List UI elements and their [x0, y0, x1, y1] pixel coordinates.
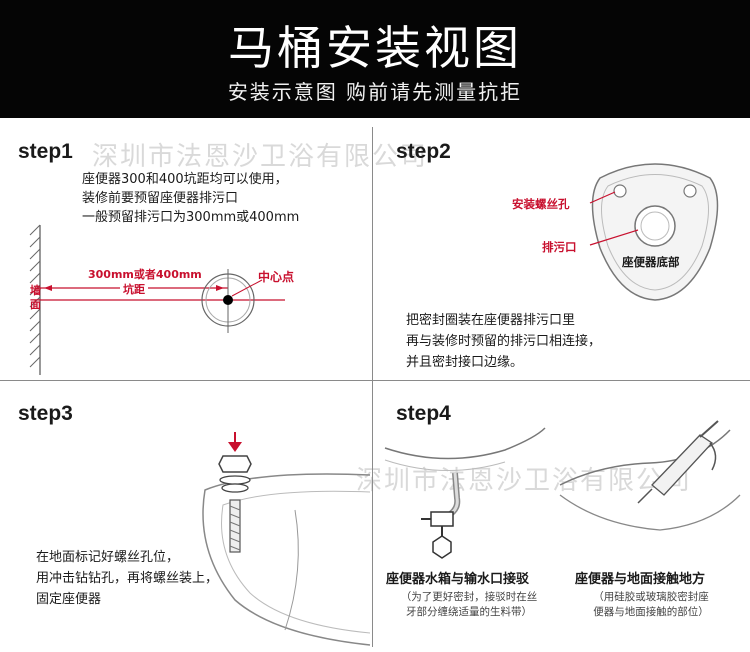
step2-hole-label: 安装螺丝孔 [512, 197, 570, 211]
step2-base-label: 座便器底部 [622, 255, 680, 269]
step3-label: step3 [18, 402, 73, 425]
step4-right-note-2: 便器与地面接触的部位） [593, 606, 709, 618]
step1-description: 座便器300和400坑距均可以使用， 装修前要预留座便器排污口 一般预留排污口为… [82, 170, 299, 227]
step4-right-title: 座便器与地面接触地方 [575, 572, 706, 587]
step2-label: step2 [396, 140, 451, 163]
step4-left-title: 座便器水箱与输水口接驳 [386, 572, 530, 587]
vertical-divider [372, 127, 373, 647]
step1-center-label: 中心点 [258, 270, 295, 284]
step1-line-1: 座便器300和400坑距均可以使用， [82, 172, 288, 187]
step2-description: 把密封圈装在座便器排污口里 再与装修时预留的排污口相连接， 并且密封接口边缘。 [406, 310, 601, 373]
step2-line-2: 再与装修时预留的排污口相连接， [406, 334, 602, 349]
step4-right-notes: （用硅胶或玻璃胶密封座 便器与地面接触的部位） [572, 590, 730, 620]
page-title: 马桶安装视图 [228, 21, 522, 75]
step3-description: 在地面标记好螺丝孔位， 用冲击钻钻孔，再将螺丝装上， 固定座便器 [36, 547, 218, 610]
step3-line-2: 用冲击钻钻孔，再将螺丝装上， [36, 571, 219, 586]
horizontal-divider [0, 380, 750, 381]
step3-line-1: 在地面标记好螺丝孔位， [36, 550, 180, 565]
watermark-bottom: 深圳市法恩沙卫浴有限公司 [356, 466, 693, 496]
step4-label: step4 [396, 402, 451, 425]
step2-line-3: 并且密封接口边缘。 [406, 355, 524, 370]
step1-wall-char-2: 面 [30, 298, 41, 311]
step1-distance-label: 300mm或者400mm [88, 268, 202, 281]
step1-label: step1 [18, 140, 73, 163]
header-banner: 马桶安装视图 安装示意图 购前请先测量抗拒 [0, 0, 750, 118]
floor-seal-drawing [559, 420, 741, 531]
bolt-install-drawing [202, 432, 371, 646]
step4-left-notes: （为了更好密封，接驳时在丝 牙部分缠绕适量的生料带） [386, 590, 552, 620]
step1-line-2: 装修前要预留座便器排污口 [82, 191, 239, 206]
step1-line-3: 一般预留排污口为300mm或400mm [82, 210, 300, 225]
step4-right-note-1: （用硅胶或玻璃胶密封座 [593, 591, 709, 603]
step1-wall-char-1: 墙 [30, 284, 41, 297]
step1-diagram [29, 224, 285, 375]
page-subtitle: 安装示意图 购前请先测量抗拒 [227, 80, 523, 104]
step1-pit-label: 坑距 [120, 281, 148, 297]
step3-line-3: 固定座便器 [36, 592, 102, 607]
step2-outlet-label: 排污口 [542, 240, 577, 254]
step2-line-1: 把密封圈装在座便器排污口里 [406, 313, 576, 328]
watermark-top: 深圳市法恩沙卫浴有限公司 [92, 142, 429, 172]
step4-left-note-2: 牙部分缠绕适量的生料带） [406, 606, 532, 618]
toilet-base-drawing [591, 163, 719, 301]
water-inlet-drawing [384, 427, 546, 559]
step4-left-note-1: （为了更好密封，接驳时在丝 [400, 591, 538, 603]
